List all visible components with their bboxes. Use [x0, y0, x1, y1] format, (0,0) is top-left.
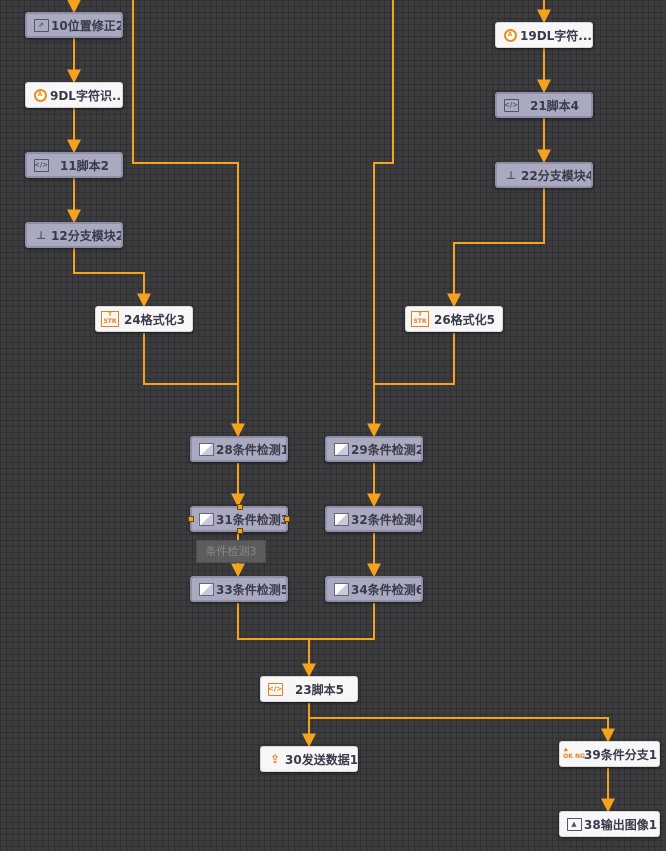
- left-port[interactable]: [188, 516, 194, 522]
- node-condition-33[interactable]: 33条件检测5: [190, 576, 288, 602]
- script-icon: </>: [503, 98, 519, 112]
- wire-33-to-23: [237, 603, 316, 678]
- wire-26-to-29: [374, 333, 455, 385]
- wire-top-to-28: [132, 0, 245, 438]
- condition-check-icon: [198, 582, 214, 596]
- condition-branch-icon: ♠OK NG: [563, 747, 585, 760]
- node-condition-29[interactable]: 29条件检测2: [325, 436, 423, 462]
- output-image-icon: ▲: [566, 817, 582, 831]
- node-dl-ocr-19[interactable]: A 19DL字符...: [495, 22, 593, 48]
- wire-34-to-23: [309, 603, 375, 640]
- node-script-21[interactable]: </> 21脚本4: [495, 92, 593, 118]
- node-script-11[interactable]: </> 11脚本2: [25, 152, 123, 178]
- position-correction-icon: ⇗: [33, 18, 49, 32]
- node-condition-branch-39[interactable]: ♠OK NG 39条件分支1: [559, 741, 660, 767]
- script-icon: </>: [267, 682, 283, 696]
- node-branch-22[interactable]: ⊥ 22分支模块4: [495, 162, 593, 188]
- node-script-23[interactable]: </> 23脚本5: [260, 676, 358, 702]
- output-port[interactable]: [237, 528, 243, 534]
- node-position-correction-2[interactable]: ⇗ 10位置修正2: [25, 12, 123, 38]
- condition-check-icon: [198, 512, 214, 526]
- node-condition-28[interactable]: 28条件检测1: [190, 436, 288, 462]
- script-icon: </>: [33, 158, 49, 172]
- branch-tree-icon: ⊥: [505, 168, 517, 182]
- node-tooltip: 条件检测3: [196, 540, 266, 563]
- wire-top-to-29: [367, 0, 394, 438]
- send-data-icon: ⇪: [269, 752, 281, 766]
- node-condition-32[interactable]: 32条件检测4: [325, 506, 423, 532]
- node-output-image-38[interactable]: ▲ 38输出图像1: [559, 811, 660, 837]
- node-branch-12[interactable]: ⊥ 12分支模块2: [25, 222, 123, 248]
- wire-12-to-24: [73, 248, 151, 308]
- dl-ocr-icon: A: [32, 88, 48, 102]
- condition-check-icon: [333, 512, 349, 526]
- condition-check-icon: [333, 582, 349, 596]
- wire-23-to-39: [309, 717, 615, 743]
- right-port[interactable]: [284, 516, 290, 522]
- node-condition-31[interactable]: 31条件检测3: [188, 504, 290, 534]
- input-port[interactable]: [237, 504, 243, 510]
- dl-ocr-icon: A: [502, 28, 518, 42]
- node-condition-34[interactable]: 34条件检测6: [325, 576, 423, 602]
- node-dl-ocr-9[interactable]: A 9DL字符识...: [25, 82, 123, 108]
- branch-tree-icon: ⊥: [35, 228, 47, 242]
- wire-24-to-28: [143, 333, 238, 385]
- node-send-data-30[interactable]: ⇪ 30发送数据1: [260, 746, 358, 772]
- condition-check-icon: [333, 442, 349, 456]
- wire-22-to-26: [447, 188, 545, 308]
- condition-check-icon: [198, 442, 214, 456]
